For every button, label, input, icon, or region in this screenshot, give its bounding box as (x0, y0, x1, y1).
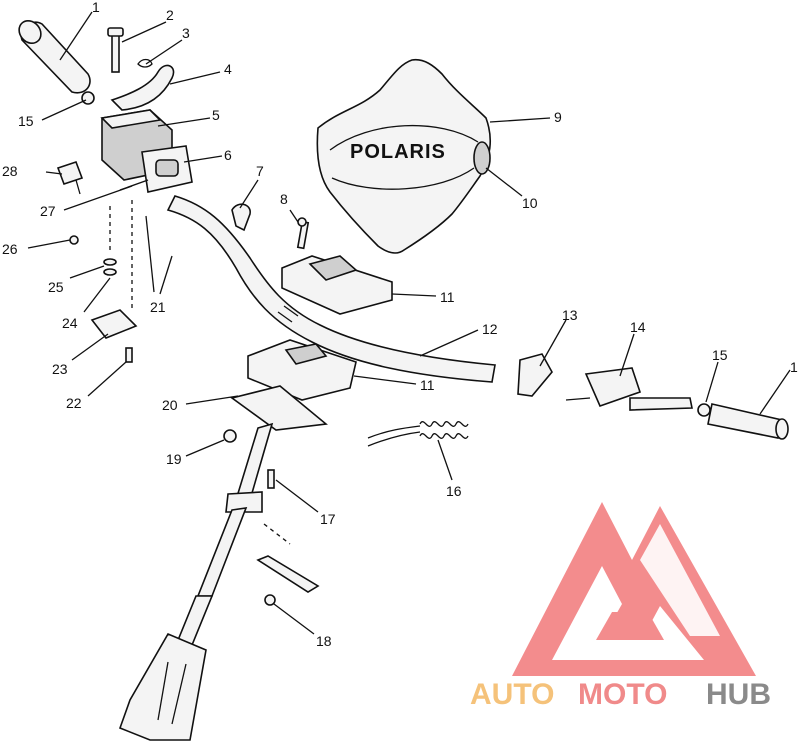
callout-2: 2 (166, 7, 174, 23)
callout-3: 3 (182, 25, 190, 41)
callout-25: 25 (48, 279, 64, 295)
callout-17: 17 (320, 511, 336, 527)
callout-16: 16 (446, 483, 462, 499)
callout-22: 22 (66, 395, 82, 411)
callout-11-lower: 11 (420, 377, 435, 393)
callout-19: 19 (166, 451, 182, 467)
brake-switch (517, 353, 553, 397)
callout-21: 21 (150, 299, 166, 315)
callout-28: 28 (2, 163, 18, 179)
heater-wire (367, 421, 469, 447)
pad-brand: POLARIS (350, 141, 446, 163)
callout-8: 8 (280, 191, 288, 207)
sleeve (256, 523, 320, 606)
upper-clamp (281, 255, 393, 315)
callout-10: 10 (522, 195, 538, 211)
watermark-hub: HUB (706, 678, 771, 711)
pad-end (473, 141, 491, 175)
clamp (56, 160, 84, 195)
callout-20: 20 (162, 397, 178, 413)
callout-1-right: 1 (790, 359, 798, 375)
callout-6: 6 (224, 147, 232, 163)
nut (223, 429, 237, 443)
leader-lines (27, 11, 791, 635)
screw (296, 217, 310, 250)
callout-7: 7 (256, 163, 264, 179)
callout-5: 5 (212, 107, 220, 123)
callout-18: 18 (316, 633, 332, 649)
watermark-text: AUTO MOTO HUB (470, 678, 771, 711)
callout-12: 12 (482, 321, 498, 337)
callout-1-left: 1 (92, 0, 100, 15)
callout-23: 23 (52, 361, 68, 377)
throttle-switch (141, 145, 193, 193)
watermark-auto: AUTO (470, 678, 554, 711)
steering-column (118, 385, 328, 741)
throttle-lever (110, 64, 175, 111)
hardware-left (69, 179, 149, 363)
callout-4: 4 (224, 61, 232, 77)
handlebar (166, 195, 496, 383)
right-cap (697, 403, 711, 417)
callout-15-left: 15 (18, 113, 34, 129)
callouts: 1 2 3 4 15 5 28 6 7 27 8 26 9 10 25 21 1… (2, 0, 798, 649)
bar-end-cap (81, 91, 95, 105)
callout-11-upper: 11 (440, 289, 455, 305)
callout-24: 24 (62, 315, 78, 331)
callout-27: 27 (40, 203, 56, 219)
clip (137, 58, 153, 68)
watermark-logo (512, 502, 756, 676)
watermark-moto: MOTO (578, 678, 667, 711)
callout-14: 14 (630, 319, 646, 335)
brake-lever (565, 367, 693, 411)
callout-15-right: 15 (712, 347, 728, 363)
wire-clip (231, 203, 251, 232)
left-grip (18, 19, 91, 94)
callout-26: 26 (2, 241, 18, 257)
callout-13: 13 (562, 307, 578, 323)
handlebar-pad: POLARIS (316, 58, 492, 254)
lower-clamp (247, 339, 357, 401)
bolt (107, 27, 124, 73)
screw-17 (267, 469, 275, 489)
right-grip (707, 403, 789, 440)
callout-9: 9 (554, 109, 562, 125)
